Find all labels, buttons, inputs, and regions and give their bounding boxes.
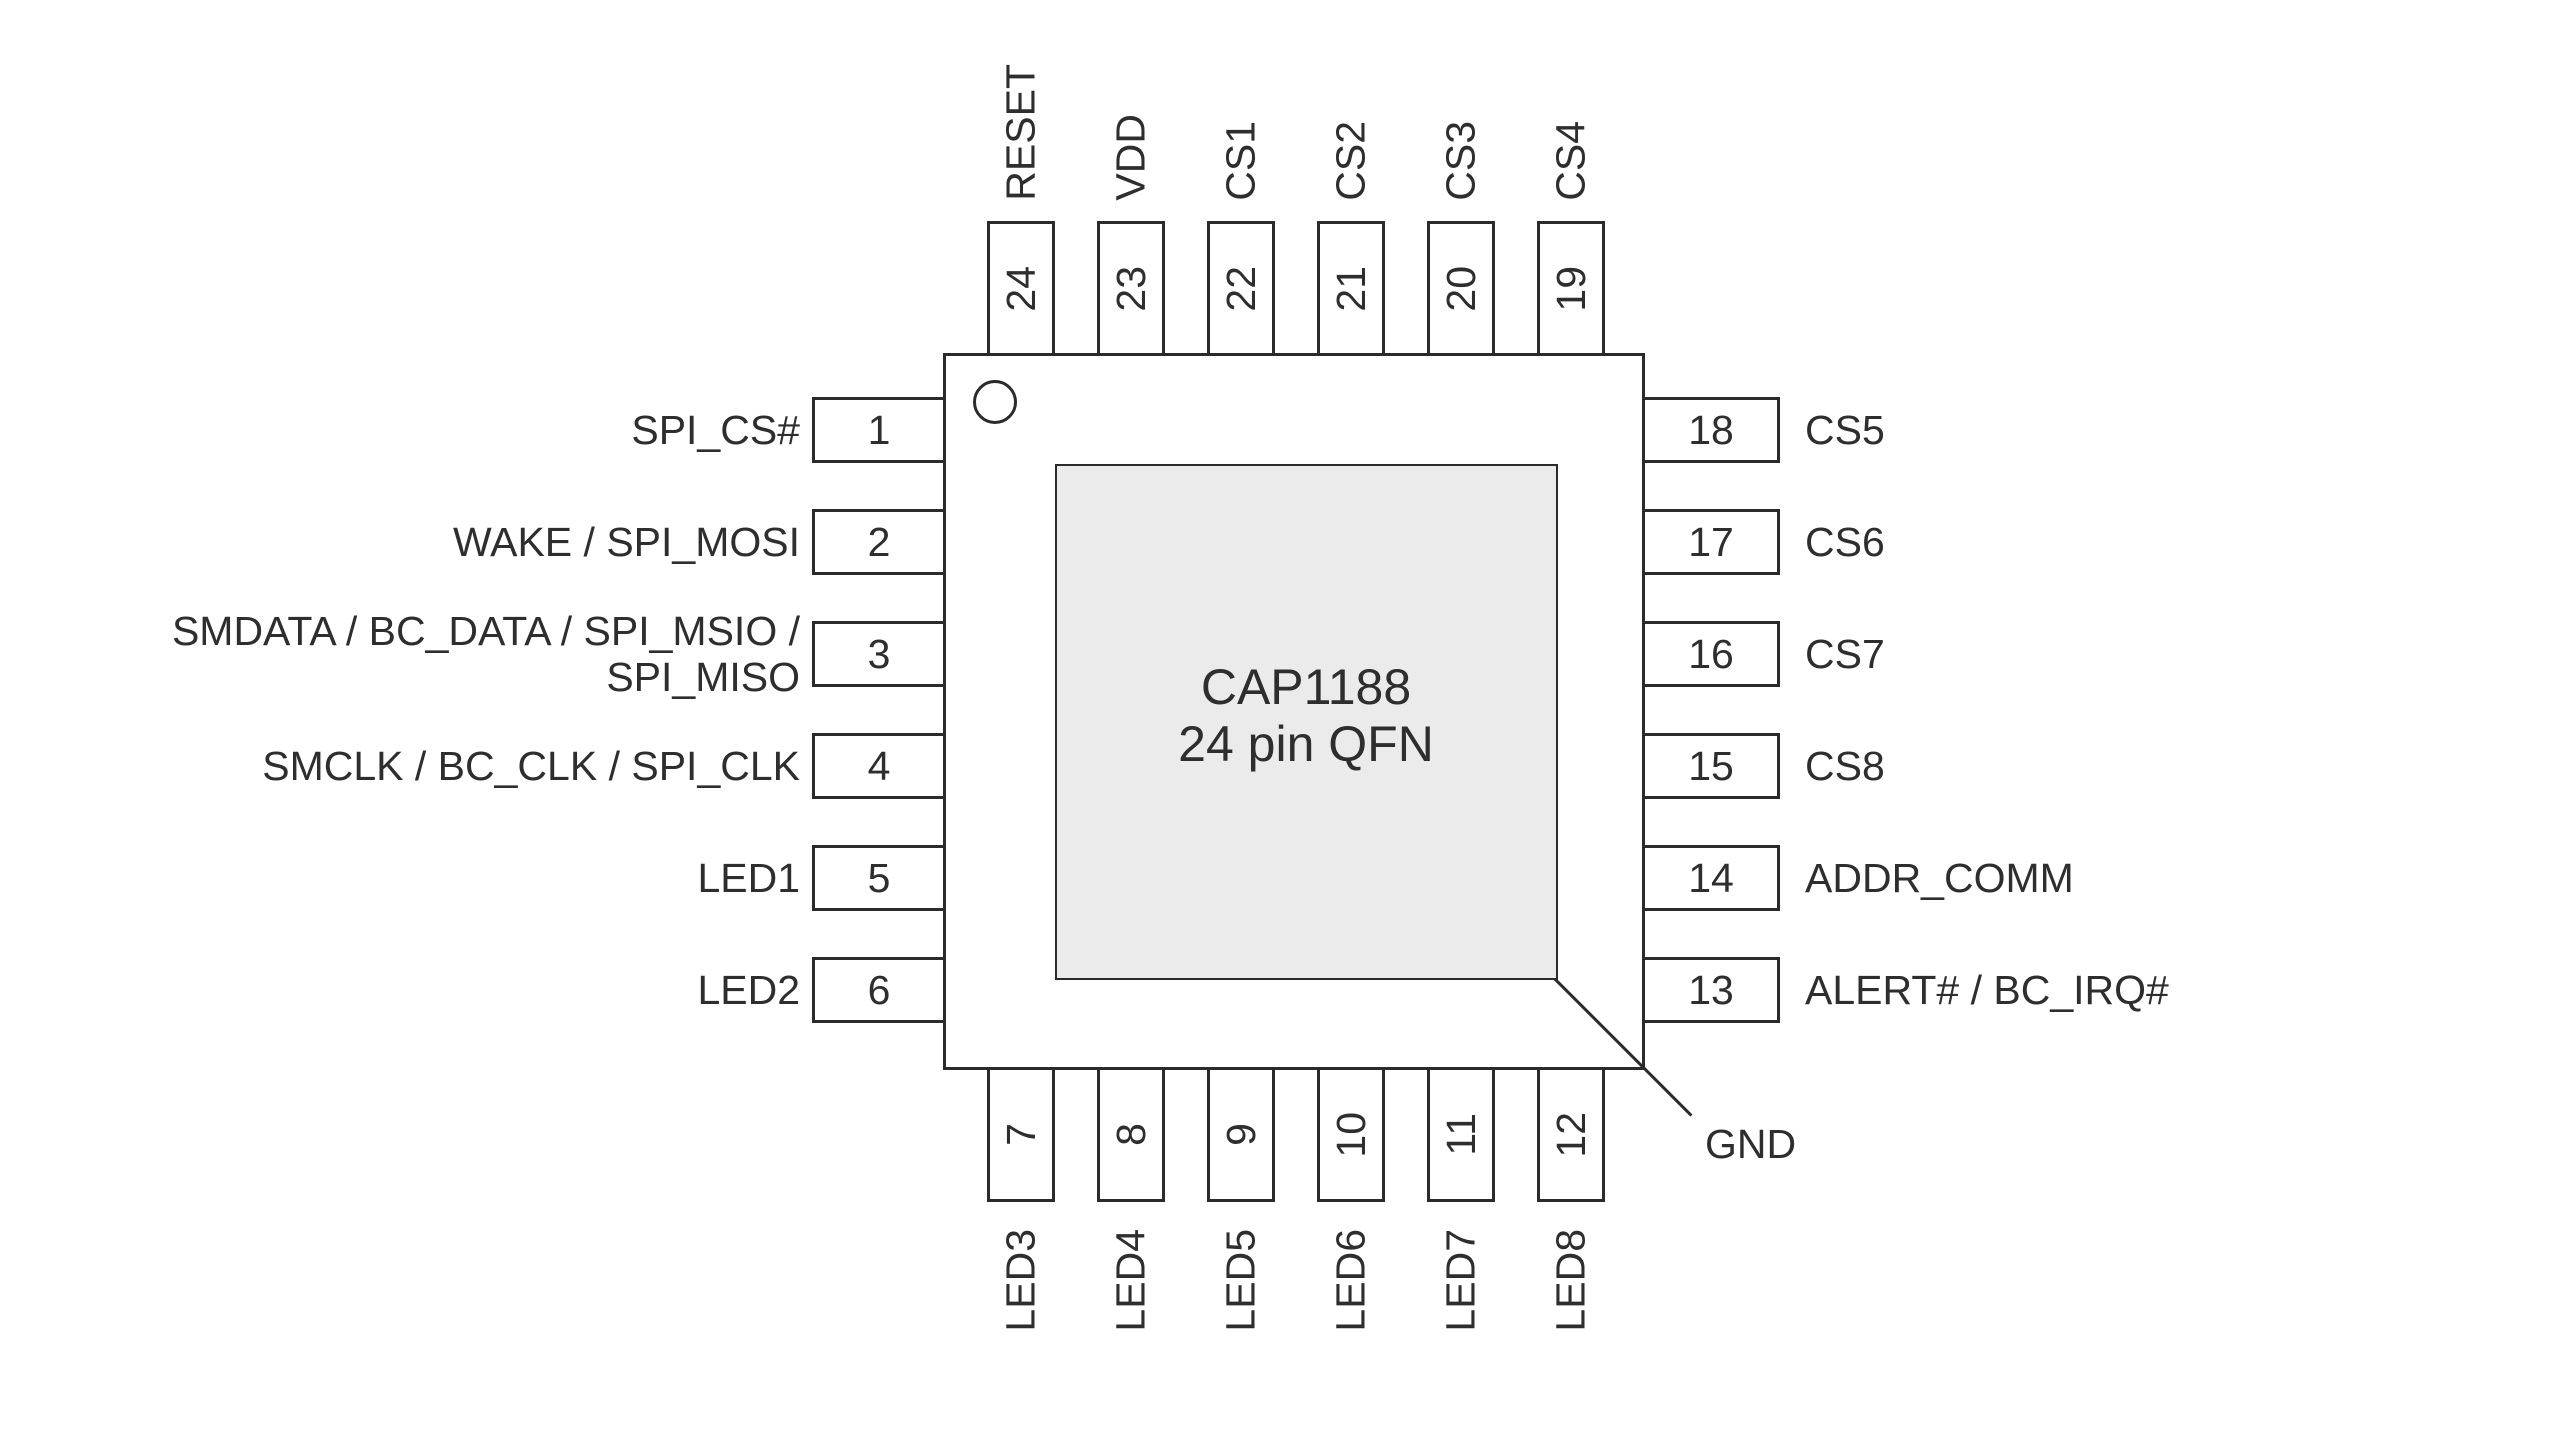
pin-box-13: 13 ALERT# / BC_IRQ#: [1642, 957, 2169, 1023]
pin-number: 2: [867, 518, 891, 565]
pin-box-16: 16 CS7: [1642, 621, 1885, 687]
pin-number: 18: [1688, 406, 1734, 453]
pin-box-24: 24 RESET: [987, 64, 1055, 356]
chip-title-line2: 24 pin QFN: [1178, 716, 1434, 772]
pin-label: CS1: [1217, 121, 1264, 201]
pin-label: CS8: [1805, 743, 1885, 789]
pin-label: CS2: [1327, 121, 1374, 201]
pin-box-21: 21 CS2: [1317, 121, 1385, 356]
pin-box-4: 4 SMCLK / BC_CLK / SPI_CLK: [262, 733, 946, 799]
pin-label: WAKE / SPI_MOSI: [452, 519, 800, 565]
pin-number: 22: [1217, 265, 1264, 312]
thermal-pad: [1055, 464, 1558, 980]
pin-label: ALERT# / BC_IRQ#: [1805, 967, 2169, 1013]
pin-box-18: 18 CS5: [1642, 397, 1885, 463]
pin-number: 9: [1217, 1123, 1264, 1146]
pin-label: VDD: [1107, 114, 1154, 201]
pin-number: 8: [1107, 1123, 1154, 1146]
pin-label: SMDATA / BC_DATA / SPI_MSIO / SPI_MISO: [171, 608, 800, 700]
pin-label: LED6: [1327, 1229, 1374, 1332]
pin-number: 16: [1688, 630, 1734, 677]
pin-box-6: 6 LED2: [697, 957, 946, 1023]
pin1-indicator-dot: [973, 380, 1017, 424]
pin-label: LED4: [1107, 1229, 1154, 1332]
pin-label: ADDR_COMM: [1805, 855, 2074, 901]
pin-box-5: 5 LED1: [697, 845, 946, 911]
pin-box-17: 17 CS6: [1642, 509, 1885, 575]
pin-label: LED5: [1217, 1229, 1264, 1332]
pin-label: SMCLK / BC_CLK / SPI_CLK: [262, 743, 800, 789]
pin-number: 3: [867, 630, 891, 677]
pin-number: 11: [1437, 1113, 1484, 1156]
gnd-label: GND: [1705, 1121, 1797, 1167]
pin-box-23: 23 VDD: [1097, 114, 1165, 356]
pin-number: 14: [1688, 854, 1734, 901]
pin-number: 13: [1688, 966, 1734, 1013]
pin-number: 6: [867, 966, 891, 1013]
pin-label: CS6: [1805, 519, 1885, 565]
pin-number: 20: [1437, 265, 1484, 312]
pin-number: 23: [1107, 265, 1154, 312]
pin-number: 7: [997, 1123, 1044, 1146]
pin-number: 4: [867, 742, 891, 789]
pin-label: LED8: [1547, 1229, 1594, 1332]
pin-box-20: 20 CS3: [1427, 121, 1495, 356]
pin-label: LED3: [997, 1229, 1044, 1332]
pin-box-15: 15 CS8: [1642, 733, 1885, 799]
pin-number: 21: [1327, 265, 1374, 312]
pin-number: 17: [1688, 518, 1734, 565]
pin-label: LED1: [697, 855, 800, 901]
pin-number: 19: [1547, 265, 1594, 312]
pin-number: 24: [997, 265, 1044, 312]
pin-box-14: 14 ADDR_COMM: [1642, 845, 2074, 911]
pin-number: 15: [1688, 742, 1734, 789]
pin-label: CS5: [1805, 407, 1885, 453]
chip-title: CAP1188 24 pin QFN: [1178, 659, 1434, 773]
pin-label: CS4: [1547, 121, 1594, 201]
pin-box-1: 1 SPI_CS#: [631, 397, 946, 463]
pin-box-22: 22 CS1: [1207, 121, 1275, 356]
pin-number: 5: [867, 854, 891, 901]
chip-title-line1: CAP1188: [1200, 659, 1412, 715]
pin-label: RESET: [997, 64, 1044, 201]
pin-number: 1: [867, 406, 891, 453]
pin-box-3: 3 SMDATA / BC_DATA / SPI_MSIO / SPI_MISO: [172, 608, 946, 700]
pin-label: LED7: [1437, 1229, 1484, 1332]
pin-number: 12: [1547, 1111, 1594, 1158]
pin-box-19: 19 CS4: [1537, 121, 1605, 356]
pin-label: CS3: [1437, 121, 1484, 201]
pin-label: LED2: [697, 967, 800, 1013]
pin-number: 10: [1327, 1111, 1374, 1158]
pin-label: SPI_CS#: [631, 407, 800, 453]
pin-label: CS7: [1805, 631, 1885, 677]
pin-box-2: 2 WAKE / SPI_MOSI: [453, 509, 946, 575]
